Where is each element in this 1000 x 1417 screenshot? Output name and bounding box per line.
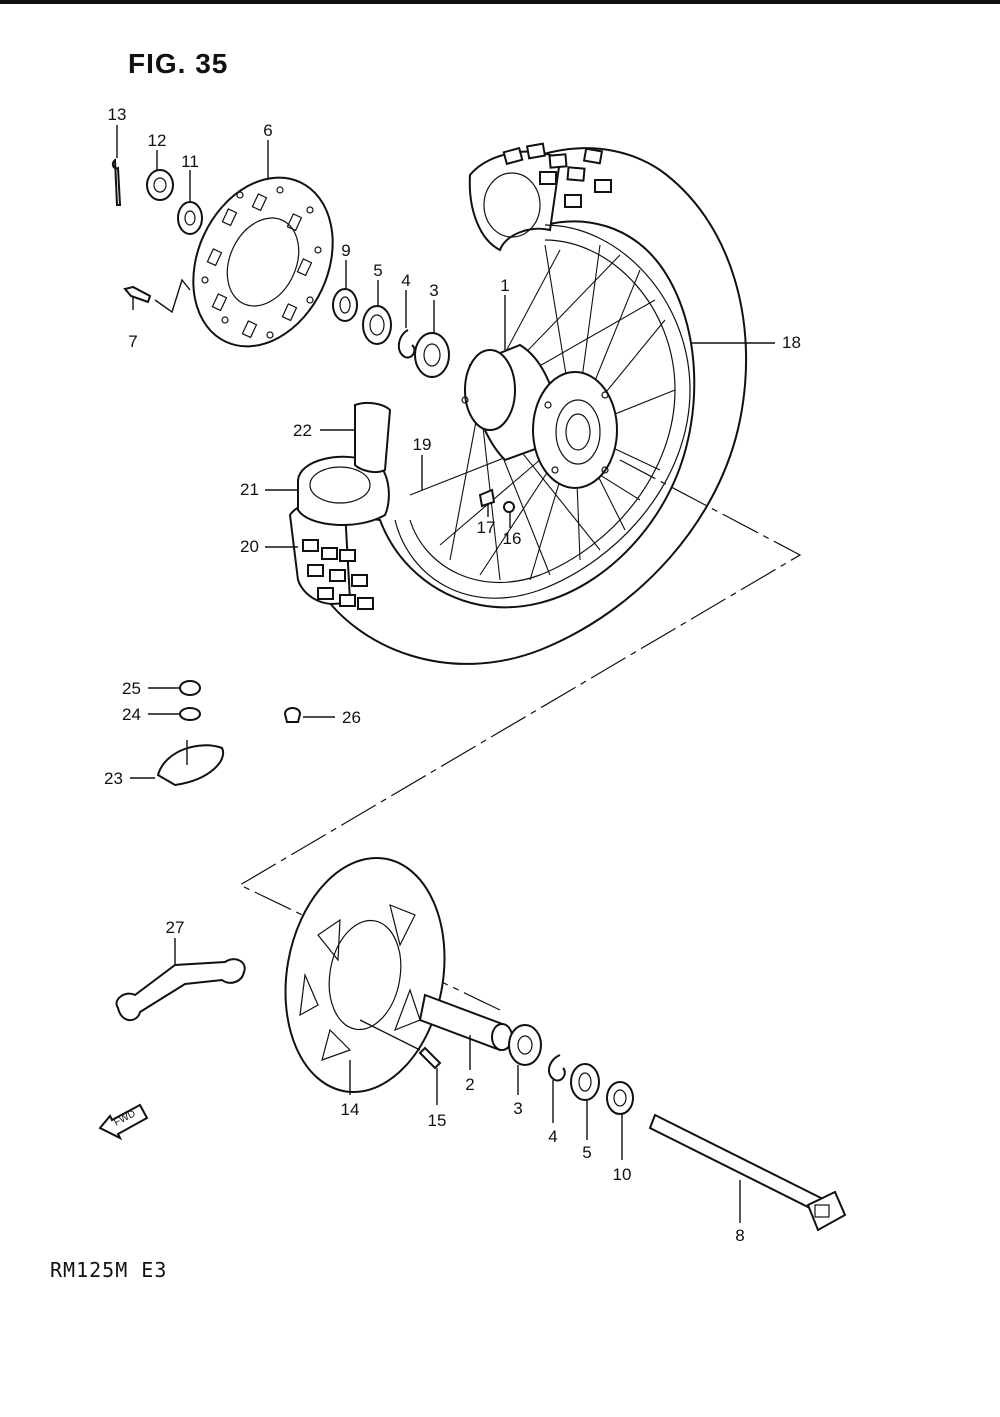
- callout-21: 21: [240, 480, 259, 499]
- callout-labels: 13 12 11 6 7 9 5 4 3 1 18 22 19 21 20 17…: [104, 105, 801, 1245]
- callout-12: 12: [148, 131, 167, 150]
- tube: [297, 455, 390, 527]
- model-code: RM125M E3: [50, 1258, 168, 1282]
- callout-26: 26: [342, 708, 361, 727]
- rim: [394, 224, 691, 599]
- callout-16: 16: [503, 529, 522, 548]
- callout-2: 2: [465, 1075, 474, 1094]
- rim-band: [354, 401, 392, 474]
- callout-22: 22: [293, 421, 312, 440]
- callout-15: 15: [428, 1111, 447, 1130]
- circlip-4: [397, 329, 416, 359]
- callout-6: 6: [263, 121, 272, 140]
- callout-13: 13: [108, 105, 127, 124]
- callout-18: 18: [782, 333, 801, 352]
- callout-19: 19: [413, 435, 432, 454]
- disc-bolt: [123, 278, 191, 314]
- callout-1: 1: [500, 276, 509, 295]
- rim-lock: [130, 740, 225, 787]
- spoke-nipple: [478, 488, 515, 513]
- callout-10: 10: [613, 1165, 632, 1184]
- valve-washer: [148, 707, 201, 721]
- callout-5: 5: [373, 261, 382, 280]
- top-border: [0, 0, 1000, 4]
- callout-5-lower: 5: [582, 1143, 591, 1162]
- callout-23: 23: [104, 769, 123, 788]
- distance-collar: [418, 993, 513, 1052]
- valve-cap: [283, 707, 335, 723]
- callout-25: 25: [122, 679, 141, 698]
- callout-20: 20: [240, 537, 259, 556]
- figure-title: FIG. 35: [128, 48, 229, 79]
- callout-17: 17: [477, 518, 496, 537]
- oil-seal-5: [362, 305, 392, 345]
- callout-3: 3: [429, 281, 438, 300]
- fwd-arrow-icon: FWD: [98, 1103, 149, 1141]
- callout-7: 7: [128, 332, 137, 351]
- washer-11: [177, 201, 203, 235]
- cotter-pin: [111, 158, 122, 206]
- sprocket: [284, 857, 446, 1093]
- bearing-3-left: [508, 1024, 542, 1066]
- callout-9: 9: [341, 241, 350, 260]
- callout-14: 14: [341, 1100, 360, 1119]
- castle-nut: [146, 169, 174, 201]
- bearing-3: [414, 332, 450, 378]
- callout-11: 11: [181, 152, 199, 171]
- circlip-4-left: [548, 1054, 566, 1082]
- sprocket-bolt: [359, 1019, 442, 1070]
- callout-27: 27: [166, 918, 185, 937]
- valve-nut: [148, 680, 201, 696]
- spacer-10: [606, 1081, 634, 1115]
- callout-3-lower: 3: [513, 1099, 522, 1118]
- callout-8: 8: [735, 1226, 744, 1245]
- leader-lines: [116, 125, 775, 1223]
- spoke-wrench: [115, 958, 246, 1022]
- hub: [461, 343, 618, 489]
- tire: [288, 142, 748, 665]
- callout-4: 4: [401, 271, 410, 290]
- rear-axle: [648, 1113, 847, 1232]
- callout-4-lower: 4: [548, 1127, 557, 1146]
- oil-seal-5-left: [570, 1063, 600, 1101]
- spacer-9: [332, 288, 358, 322]
- callout-24: 24: [122, 705, 141, 724]
- brake-disc: [192, 176, 334, 348]
